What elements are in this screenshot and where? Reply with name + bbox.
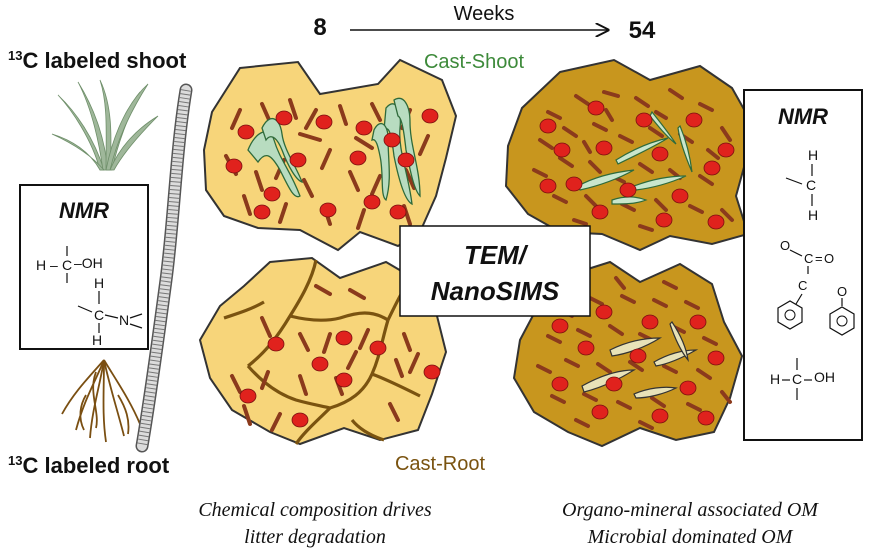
svg-text:H: H [808, 147, 818, 163]
cast-root-week8 [198, 256, 448, 446]
svg-text:C: C [804, 251, 813, 266]
svg-text:H: H [92, 332, 102, 348]
svg-text:H: H [94, 275, 104, 291]
weeks-label: Weeks [454, 3, 515, 25]
svg-text:C: C [94, 307, 104, 323]
left-nmr-alcohol-structure: H – C –OH [36, 246, 103, 283]
cast-shoot-week8 [202, 58, 458, 252]
shoot-icon [51, 79, 159, 171]
week-start-label: 8 [313, 14, 326, 41]
right-nmr-aromatic-structure: C [777, 278, 807, 330]
svg-text:H: H [36, 257, 46, 273]
right-nmr-title: NMR [778, 104, 828, 129]
svg-text:–: – [50, 257, 58, 273]
root-icon [61, 359, 141, 443]
svg-text:C: C [806, 177, 816, 193]
svg-text:O: O [780, 238, 790, 253]
left-nmr-title: NMR [59, 198, 109, 223]
cast-shoot-label: Cast-Shoot [424, 51, 524, 73]
right-nmr-methyl-structure: H C H [785, 147, 818, 223]
earthworm-icon [135, 83, 193, 453]
svg-text:O: O [824, 251, 834, 266]
right-nmr-phenol-structure: O [829, 284, 855, 336]
svg-text:C: C [62, 257, 72, 273]
bottom-right-caption-line2: Microbial dominated OM [587, 526, 794, 548]
cast-root-label: Cast-Root [395, 453, 485, 475]
svg-text:H: H [770, 371, 780, 387]
svg-text:OH: OH [814, 369, 835, 385]
svg-text:=: = [815, 251, 823, 266]
bottom-left-caption-line2: litter degradation [244, 526, 386, 548]
svg-text:–OH: –OH [74, 255, 103, 271]
tem-nanosims-box [399, 225, 591, 317]
left-nmr-amine-structure: H C N H [77, 275, 143, 348]
right-nmr-alcohol-structure: H C OH [770, 358, 835, 400]
bottom-right-caption-line1: Organo-mineral associated OM [562, 499, 819, 521]
left-nmr-box [19, 184, 149, 350]
right-nmr-box [743, 89, 863, 441]
svg-text:N: N [119, 312, 129, 328]
svg-text:H: H [808, 207, 818, 223]
tem-label: TEM/ [464, 240, 529, 270]
week-end-label: 54 [629, 17, 656, 44]
right-nmr-carboxyl-structure: O C = O [780, 238, 834, 274]
root-label: 13C labeled root [8, 453, 170, 478]
shoot-label: 13C labeled shoot [8, 48, 187, 73]
svg-text:C: C [792, 371, 802, 387]
cast-shoot-week54 [504, 58, 752, 252]
svg-text:O: O [837, 284, 847, 299]
bottom-left-caption-line1: Chemical composition drives [198, 499, 432, 521]
nanosims-label: NanoSIMS [431, 276, 560, 306]
svg-text:C: C [798, 278, 807, 293]
